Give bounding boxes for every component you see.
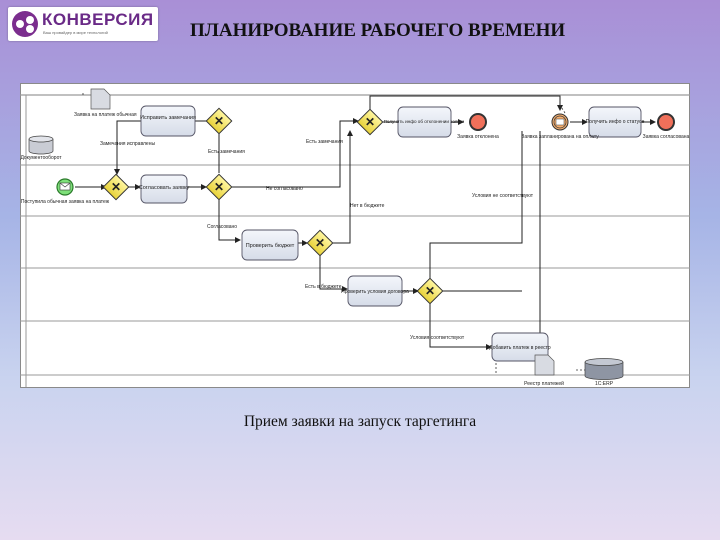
gateway-x-reject: ✕ [356,108,384,136]
doc-request-icon [90,88,111,110]
task-fix-label: Исправить замечания [140,115,196,121]
intermediate-event [551,113,569,131]
task-info-reject: Получить инфо об отклонении заявки [384,106,465,138]
task-add-payment: Добавить платеж в реестр [489,332,551,362]
flow-labels: Замечания исправлены Есть замечания Есть… [100,139,534,341]
task-check-terms: Проверить условия договора [341,275,409,307]
flow-label-has-remarks-2: Есть замечания [306,139,343,145]
envelope-icon [555,118,565,126]
doc-registry-label: Реестр платежей [524,380,564,387]
gateway-x-icon: ✕ [315,236,325,250]
gateway-x-icon: ✕ [214,114,224,128]
task-fix: Исправить замечания [140,105,196,137]
company-logo: КОНВЕРСИЯ Ваш провайдер в мире технологи… [8,7,158,41]
end-event-rejected-label: Заявка отклонена [457,134,499,140]
task-agree: Согласовать заявку [139,174,190,204]
gateway-x-budget: ✕ [306,229,334,257]
start-event-label: Поступила обычная заявка на платеж [21,199,110,205]
flow-label-has-remarks: Есть замечания [208,149,245,155]
task-info-reject-label: Получить инфо об отклонении заявки [384,119,465,124]
gateway-x-icon: ✕ [425,284,435,298]
end-event-agreed [657,113,675,131]
flow-label-fixed: Замечания исправлены [100,141,155,147]
task-check-budget: Проверить бюджет [241,229,299,261]
gateway-x-fix: ✕ [205,107,233,135]
intermediate-event-label: Заявка запланирована на оплату [521,134,599,140]
page-title: ПЛАНИРОВАНИЕ РАБОЧЕГО ВРЕМЕНИ [190,20,566,41]
gateway-x-agree: ✕ [102,173,130,201]
task-check-budget-label: Проверить бюджет [246,243,295,249]
flow-label-terms-not-ok: Условия не соответствуют [472,193,534,199]
end-event-rejected [469,113,487,131]
database-docs-icon [28,135,54,155]
envelope-icon [59,182,71,191]
task-add-payment-label: Добавить платеж в реестр [489,345,551,351]
logo-mark-icon [12,11,38,37]
end-event-agreed-label: Заявка согласована [643,134,690,140]
bpmn-diagram: Исправить замечания Согласовать заявку П… [20,83,690,388]
flow-label-not-agreed: Не согласовано [266,186,303,192]
flow-label-agreed: Согласовано [207,224,237,230]
task-info-status: Получить инфо о статусе [586,106,645,138]
task-info-status-label: Получить инфо о статусе [586,119,645,125]
gateway-x-icon: ✕ [365,115,375,129]
flow-label-no-budget: Нет в бюджете [350,203,385,209]
logo-tagline: Ваш провайдер в мире технологий [43,30,108,35]
doc-request-label: Заявка на платеж обычная [74,112,137,118]
gateway-x-terms: ✕ [416,277,444,305]
task-agree-label: Согласовать заявку [139,185,190,191]
task-check-terms-label: Проверить условия договора [341,289,409,295]
doc-registry-icon [534,354,555,376]
flow-label-in-budget: Есть в бюджете [305,284,342,290]
bpmn-canvas: Исправить замечания Согласовать заявку П… [20,83,690,388]
slide-caption: Прием заявки на запуск таргетинга [243,413,477,430]
database-erp-label: 1С:ERP [595,381,614,387]
database-docs-label: Документооборот [20,155,62,161]
pool-border [20,83,690,388]
database-erp-icon [584,358,624,380]
gateway-x-icon: ✕ [111,180,121,194]
logo-name: КОНВЕРСИЯ [42,10,154,29]
flow-label-terms-ok: Условия соответствуют [410,335,465,341]
gateway-x-decision: ✕ [205,173,233,201]
associations [82,91,590,373]
gateway-x-icon: ✕ [214,180,224,194]
start-event [56,178,74,196]
